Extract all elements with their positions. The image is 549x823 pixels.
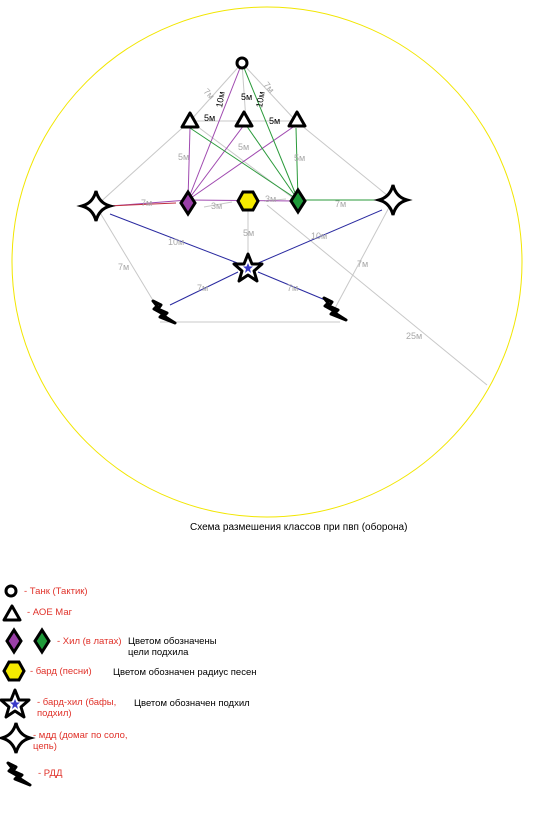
ring-icon [235, 56, 249, 70]
dist-label: 5м [204, 113, 215, 123]
dist-label: 3м [265, 194, 276, 204]
dist-label: 7м [141, 198, 152, 208]
dist-label: 7м [335, 199, 346, 209]
diamond-icon [33, 627, 51, 655]
triangle-icon [234, 110, 254, 128]
star-icon [0, 688, 31, 719]
dist-label: 10м [311, 231, 327, 241]
four-point-star-icon [373, 184, 413, 216]
triangle-icon [2, 604, 22, 622]
star-icon [232, 252, 264, 283]
triangle-icon [180, 111, 200, 129]
bolt-icon [151, 299, 177, 325]
dist-label: 10м [214, 91, 227, 109]
hexagon-icon [2, 660, 26, 682]
diamond-icon [289, 187, 307, 215]
dist-label: 5м [294, 153, 305, 163]
dist-label: 7м [357, 259, 368, 269]
green-heal-lines [189, 62, 380, 201]
dist-label: 25м [406, 331, 422, 341]
four-point-star-icon [76, 190, 116, 222]
dist-label: 5м [178, 152, 189, 162]
dist-label: 7м [287, 283, 298, 293]
bolt-icon [6, 761, 32, 787]
triangle-icon [287, 110, 307, 128]
dist-label: 10м [254, 91, 267, 109]
diamond-icon [5, 627, 23, 655]
dist-label: 3м [211, 201, 222, 211]
bolt-icon [322, 296, 348, 322]
dist-label: 5м [238, 142, 249, 152]
dist-label: 7м [202, 86, 217, 101]
dist-label: 5м [241, 92, 252, 102]
ring-icon [4, 584, 18, 598]
radius-circle [11, 6, 523, 518]
diamond-icon [179, 189, 197, 217]
four-point-star-icon [0, 722, 36, 754]
dist-label: 7м [118, 262, 129, 272]
dist-label: 5м [243, 228, 254, 238]
distance-labels: 7м 5м 10м 10м 7м 5м 5м 5м 5м 5м 7м 3м 3м… [118, 80, 422, 341]
blue-heal-lines [109, 209, 383, 306]
dist-label: 10м [168, 237, 184, 247]
hexagon-icon [236, 190, 260, 212]
diagram-caption: Схема размешения классов при пвп (оборон… [190, 522, 408, 533]
dist-label: 7м [197, 283, 208, 293]
dist-label: 5м [269, 116, 280, 126]
melee-link-line [107, 202, 177, 207]
gray-lines [95, 62, 488, 386]
